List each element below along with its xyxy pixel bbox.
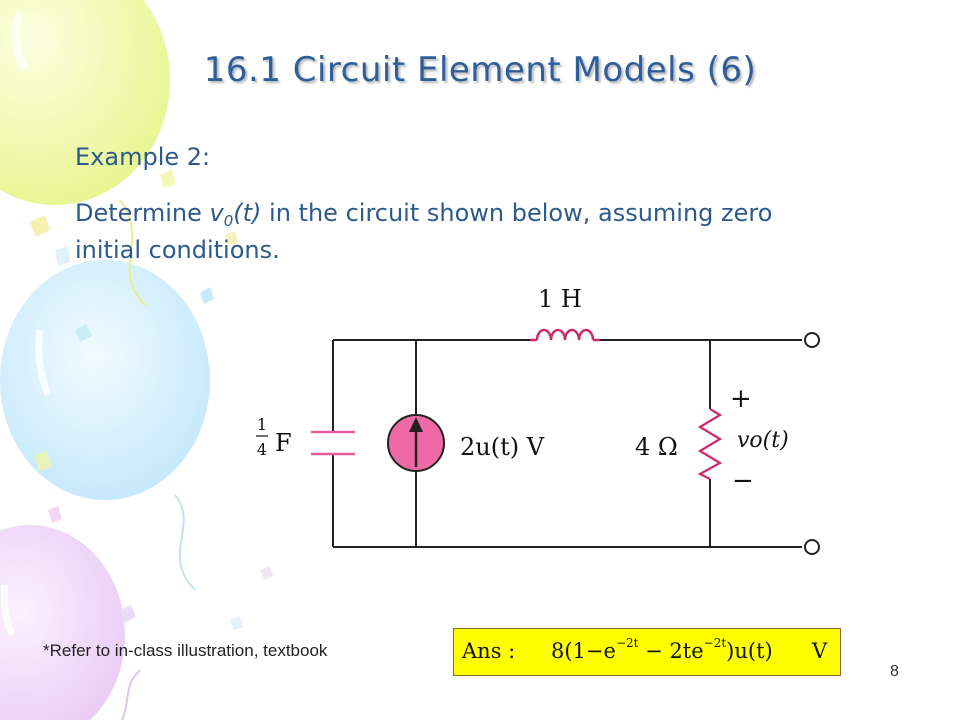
problem-variable-subscript: 0 xyxy=(223,212,234,230)
output-minus-sign: − xyxy=(732,466,754,496)
capacitor-symbol xyxy=(311,430,355,456)
source-label: 2u(t) V xyxy=(460,433,545,461)
problem-statement: Determine v0(t) in the circuit shown bel… xyxy=(75,196,835,267)
inductor-coil xyxy=(530,328,600,342)
balloon-strings xyxy=(119,199,196,720)
answer-label: Ans : xyxy=(462,639,516,663)
current-source-symbol xyxy=(387,414,445,472)
example-label: Example 2: xyxy=(75,143,211,171)
answer-box: Ans : 8(1−e−2t − 2te−2t)u(t) V xyxy=(453,628,841,676)
answer-expr-part-c: )u(t) xyxy=(726,639,773,663)
capacitor-unit: F xyxy=(275,429,292,457)
answer-expr-part-b: − 2te xyxy=(638,639,704,663)
output-terminal-top xyxy=(804,332,820,348)
resistor-label: 4 Ω xyxy=(635,433,678,461)
yellow-balloon xyxy=(0,0,170,205)
capacitor-fraction-denominator: 4 xyxy=(257,440,267,459)
answer-exponent-2: −2t xyxy=(703,636,727,650)
problem-variable: v xyxy=(209,199,224,227)
circuit-wires xyxy=(332,339,802,548)
slide-title: 16.1 Circuit Element Models (6) xyxy=(203,50,757,90)
capacitor-fraction-numerator: 1 xyxy=(257,415,267,434)
output-voltage-label: vo(t) xyxy=(737,428,789,453)
answer-expression: 8(1−e−2t − 2te−2t)u(t) xyxy=(551,636,773,663)
problem-text-before: Determine xyxy=(75,199,210,227)
page-number: 8 xyxy=(890,663,899,680)
circuit-diagram: 1 H 1 4 F 2u(t) V 4 Ω + vo(t) − xyxy=(256,285,820,555)
output-plus-sign: + xyxy=(730,384,752,414)
confetti xyxy=(30,169,273,630)
problem-text-after: in the circuit shown below, assuming zer… xyxy=(75,199,773,264)
answer-exponent-1: −2t xyxy=(615,636,639,650)
footnote-reference: *Refer to in-class illustration, textboo… xyxy=(43,641,328,660)
problem-variable-argument: (t) xyxy=(233,199,262,227)
resistor-zigzag xyxy=(697,408,723,480)
inductor-label: 1 H xyxy=(538,285,582,313)
pink-balloon xyxy=(0,525,125,720)
blue-balloon xyxy=(0,260,210,500)
output-terminal-bottom xyxy=(804,539,820,555)
answer-unit: V xyxy=(812,639,828,663)
answer-expr-part-a: 8(1−e xyxy=(551,639,616,663)
